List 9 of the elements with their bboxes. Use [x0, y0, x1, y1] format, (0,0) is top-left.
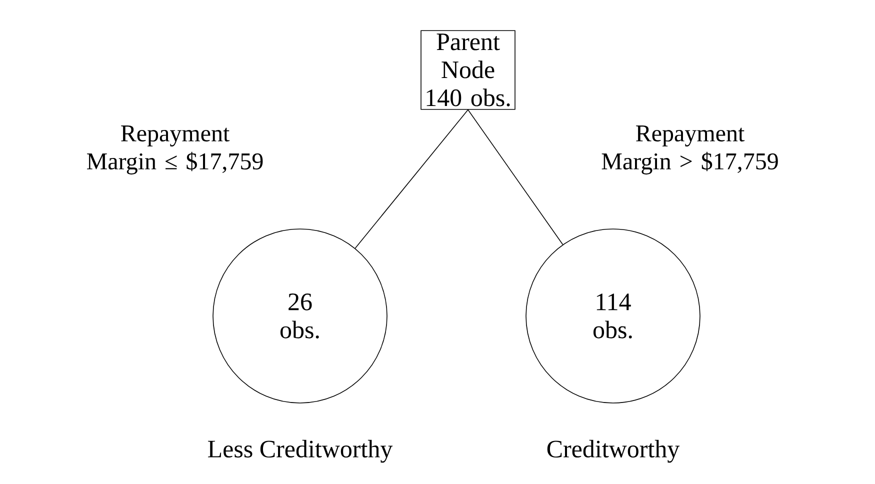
circle-node: 26 obs.: [212, 228, 388, 404]
node-label: Creditworthy: [547, 440, 680, 463]
edge-label: Repayment Margin ≤ $17,759: [87, 126, 263, 174]
connector-line: [468, 109, 564, 245]
node-label: Less Creditworthy: [208, 440, 393, 463]
circle-node: 114 obs.: [526, 228, 700, 404]
connector-line: [354, 109, 468, 249]
box-node: Parent Node 140 obs.: [420, 30, 516, 110]
edge-label: Repayment Margin > $17,759: [602, 126, 778, 174]
